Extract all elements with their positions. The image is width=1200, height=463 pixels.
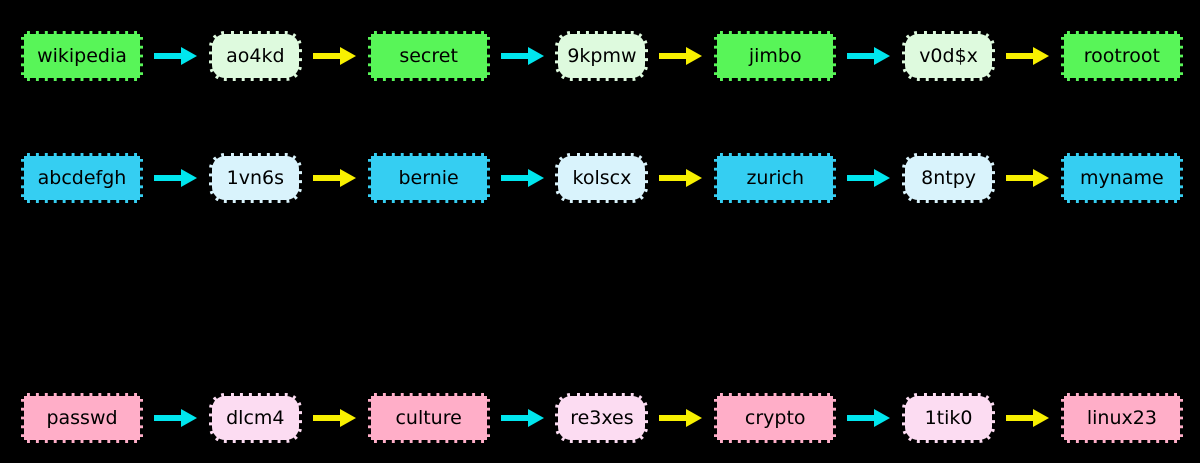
- node-label: bernie: [398, 167, 459, 189]
- plaintext-node: myname: [1060, 153, 1183, 203]
- chain-row-2: abcdefgh 1vn6s bernie kolscx zurich 8ntpy myna…: [21, 153, 1183, 203]
- node-label: myname: [1080, 167, 1164, 189]
- node-label: linux23: [1086, 407, 1157, 429]
- reduce-arrow-icon: [312, 169, 356, 187]
- reduce-arrow-icon: [659, 47, 703, 65]
- plaintext-node: bernie: [367, 153, 490, 203]
- node-label: 1vn6s: [226, 167, 284, 189]
- hash-arrow-icon: [847, 47, 891, 65]
- node-label: re3xes: [570, 407, 634, 429]
- node-label: zurich: [746, 167, 805, 189]
- node-label: ao4kd: [226, 45, 285, 67]
- plaintext-node: zurich: [714, 153, 837, 203]
- hash-node: 1tik0: [902, 393, 996, 443]
- reduce-arrow-icon: [1005, 409, 1049, 427]
- node-label: crypto: [744, 407, 806, 429]
- hash-arrow-icon: [500, 169, 544, 187]
- reduce-arrow-icon: [312, 47, 356, 65]
- node-label: rootroot: [1083, 45, 1160, 67]
- hash-node: ao4kd: [208, 31, 302, 81]
- hash-node: 9kpmw: [555, 31, 649, 81]
- plaintext-node: rootroot: [1060, 31, 1183, 81]
- hash-arrow-icon: [153, 409, 197, 427]
- hash-arrow-icon: [847, 169, 891, 187]
- plaintext-node: abcdefgh: [21, 153, 143, 203]
- reduce-arrow-icon: [1005, 47, 1049, 65]
- node-label: culture: [395, 407, 462, 429]
- node-label: jimbo: [748, 45, 802, 67]
- node-label: secret: [399, 45, 458, 67]
- hash-arrow-icon: [847, 409, 891, 427]
- reduce-arrow-icon: [659, 169, 703, 187]
- node-label: wikipedia: [37, 45, 127, 67]
- plaintext-node: culture: [367, 393, 490, 443]
- reduce-arrow-icon: [659, 409, 703, 427]
- chain-row-1: wikipedia ao4kd secret 9kpmw jimbo v0d$x rootr…: [21, 31, 1183, 81]
- hash-arrow-icon: [500, 47, 544, 65]
- node-label: dlcm4: [226, 407, 285, 429]
- chain-row-3: passwd dlcm4 culture re3xes crypto 1tik0 linux…: [21, 393, 1183, 443]
- hash-arrow-icon: [153, 47, 197, 65]
- hash-node: v0d$x: [902, 31, 996, 81]
- hash-node: dlcm4: [208, 393, 302, 443]
- node-label: 8ntpy: [921, 167, 976, 189]
- node-label: abcdefgh: [37, 167, 127, 189]
- reduce-arrow-icon: [1005, 169, 1049, 187]
- hash-node: 1vn6s: [208, 153, 302, 203]
- node-label: v0d$x: [919, 45, 978, 67]
- hash-node: re3xes: [555, 393, 649, 443]
- hash-node: 8ntpy: [902, 153, 996, 203]
- node-label: passwd: [46, 407, 118, 429]
- node-label: kolscx: [572, 167, 632, 189]
- plaintext-node: jimbo: [714, 31, 837, 81]
- plaintext-node: passwd: [21, 393, 143, 443]
- plaintext-node: crypto: [714, 393, 837, 443]
- reduce-arrow-icon: [312, 409, 356, 427]
- node-label: 9kpmw: [567, 45, 637, 67]
- plaintext-node: linux23: [1060, 393, 1183, 443]
- plaintext-node: secret: [367, 31, 490, 81]
- hash-arrow-icon: [500, 409, 544, 427]
- hash-arrow-icon: [153, 169, 197, 187]
- plaintext-node: wikipedia: [21, 31, 143, 81]
- hash-node: kolscx: [555, 153, 649, 203]
- node-label: 1tik0: [924, 407, 973, 429]
